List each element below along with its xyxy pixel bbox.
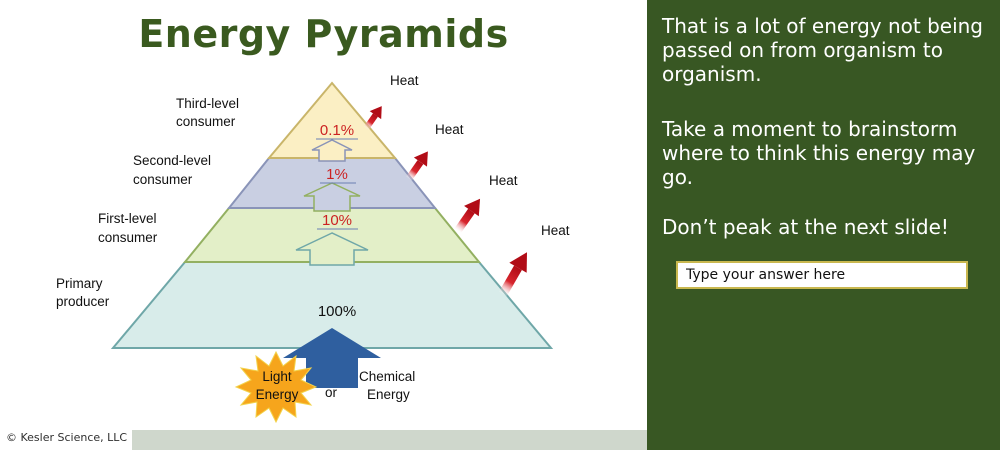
label-third-level-line2: consumer	[176, 114, 236, 129]
percent-first-level: 10%	[322, 212, 352, 229]
label-third-level-line1: Third-level	[176, 96, 239, 111]
energy-pyramid-diagram: 0.1% 1% 10% 100% Third-level consumer Se…	[56, 73, 570, 424]
discussion-paragraph-3: Don’t peak at the next slide!	[662, 215, 949, 239]
discussion-panel: That is a lot of energy not being passed…	[647, 0, 1000, 450]
light-energy-label-line1: Light	[262, 369, 292, 384]
sun-burst-icon	[234, 350, 318, 424]
footer-bar	[132, 430, 647, 450]
chemical-energy-label-line1: Chemical	[359, 369, 415, 384]
label-first-level-line2: consumer	[98, 230, 158, 245]
label-primary-line1: Primary	[56, 276, 103, 291]
slide-main-panel: Energy Pyramids 0.1% 1% 10% 100%	[56, 12, 647, 450]
heat-label-first: Heat	[489, 173, 518, 188]
discussion-paragraph-2: Take a moment to brainstorm where to thi…	[662, 117, 976, 189]
chemical-energy-label-line2: Energy	[367, 387, 410, 402]
heat-arrow-icon	[363, 106, 382, 130]
label-second-level-line1: Second-level	[133, 153, 211, 168]
heat-label-third: Heat	[390, 73, 419, 88]
label-primary-line2: producer	[56, 294, 110, 309]
copyright-text: © Kesler Science, LLC	[6, 431, 128, 444]
percent-third-level: 0.1%	[320, 122, 354, 139]
heat-arrow-icon	[454, 198, 481, 234]
transfer-arrow-third-level	[311, 139, 353, 162]
heat-arrow-icon	[499, 252, 527, 297]
heat-label-second: Heat	[435, 122, 464, 137]
heat-arrow-icon	[406, 151, 428, 181]
source-energy-arrow	[283, 328, 381, 388]
label-second-level-line2: consumer	[133, 172, 193, 187]
transfer-arrow-second-level	[303, 182, 361, 212]
percent-primary: 100%	[318, 303, 356, 320]
transfer-arrow-first-level	[295, 232, 369, 266]
percent-second-level: 1%	[326, 166, 348, 183]
heat-label-primary: Heat	[541, 223, 570, 238]
light-energy-label-line2: Energy	[256, 387, 299, 402]
label-first-level-line1: First-level	[98, 211, 157, 226]
or-label: or	[325, 385, 338, 400]
discussion-paragraph-1: That is a lot of energy not being passed…	[662, 14, 984, 86]
slide-title: Energy Pyramids	[138, 12, 509, 56]
answer-input[interactable]	[676, 261, 968, 289]
